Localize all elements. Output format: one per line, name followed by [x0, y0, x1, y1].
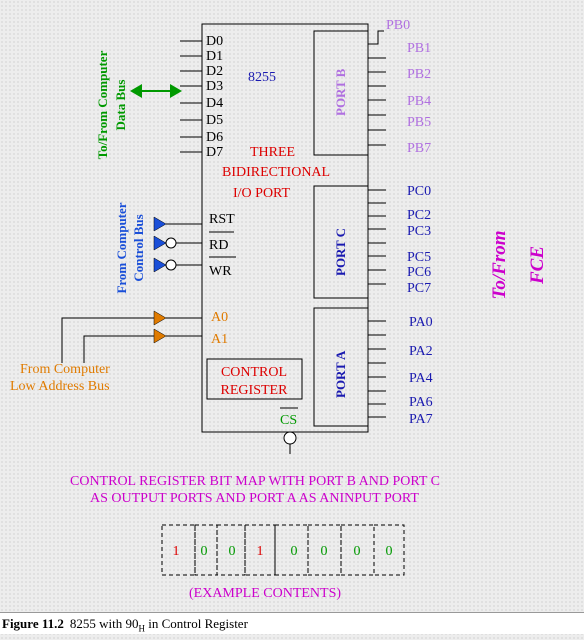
pin-d4: D4 [206, 96, 223, 111]
wr-inverter-icon [165, 259, 177, 271]
pin-pa0: PA0 [409, 315, 433, 330]
rd-buffer-icon [153, 235, 167, 251]
bit-0: 0 [386, 544, 393, 559]
address-inputs: A0 A1 [61, 310, 228, 363]
pin-wr: WR [209, 264, 232, 279]
address-bus-label-line2: Low Address Bus [10, 379, 110, 394]
chip-desc-line1: THREE [250, 145, 295, 160]
pin-d3: D3 [206, 79, 223, 94]
svg-text:FCE: FCE [527, 246, 548, 285]
port-a-label: PORT A [333, 350, 348, 398]
pin-pc7: PC7 [407, 281, 431, 296]
cs-inverter-icon [283, 431, 297, 445]
svg-text:Data Bus: Data Bus [113, 80, 128, 131]
figure-number: Figure 11.2 [2, 616, 64, 631]
bit-6: 0 [201, 544, 208, 559]
svg-text:To/From Computer: To/From Computer [95, 50, 110, 159]
pin-rst: RST [209, 212, 235, 227]
pin-pb5: PB5 [407, 115, 431, 130]
bitmap-register: 1 0 0 1 0 0 0 0 [161, 524, 405, 576]
control-register-line1: CONTROL [221, 365, 287, 380]
pin-pa7: PA7 [409, 412, 433, 427]
control-inputs: RST RD WR [153, 212, 236, 279]
pin-cs: CS [280, 413, 297, 428]
chip-desc-line2: BIDIRECTIONAL [222, 165, 330, 180]
pin-a1: A1 [211, 332, 228, 347]
figure-text: 8255 with 90 [69, 616, 139, 631]
pin-pa4: PA4 [409, 371, 433, 386]
bit-3: 0 [291, 544, 298, 559]
fce-label: To/From FCE [489, 231, 548, 300]
port-c-label: PORT C [333, 228, 348, 276]
bitmap-caption: (EXAMPLE CONTENTS) [189, 586, 341, 601]
port-b-box [313, 30, 369, 156]
pin-pc2: PC2 [407, 208, 431, 223]
wr-buffer-icon [153, 257, 167, 273]
rst-buffer-icon [153, 216, 167, 232]
svg-text:To/From: To/From [489, 231, 510, 300]
pin-d2: D2 [206, 64, 223, 79]
pin-d0: D0 [206, 34, 223, 49]
pin-d6: D6 [206, 130, 223, 145]
port-a-box [313, 307, 369, 427]
svg-text:From Computer: From Computer [114, 202, 129, 293]
bit-1: 0 [354, 544, 361, 559]
port-c-box [313, 185, 369, 299]
pin-pb4: PB4 [407, 94, 431, 109]
bit-5: 0 [229, 544, 236, 559]
pin-pa6: PA6 [409, 395, 433, 410]
pin-d7: D7 [206, 145, 223, 160]
a0-buffer-icon [153, 310, 167, 326]
pin-pb0: PB0 [386, 18, 410, 33]
pin-pa2: PA2 [409, 344, 433, 359]
pin-d1: D1 [206, 49, 223, 64]
bit-4: 1 [257, 544, 264, 559]
figure-caption: Figure 11.2 8255 with 90H in Control Regi… [0, 612, 584, 634]
pin-pc0: PC0 [407, 184, 431, 199]
port-b-pins: PB0 PB1 PB2 PB4 PB5 PB7 [368, 18, 431, 156]
bit-7: 1 [173, 544, 180, 559]
control-register-box [206, 358, 303, 400]
pin-pb2: PB2 [407, 67, 431, 82]
pin-rd: RD [209, 238, 228, 253]
address-bus-label-line1: From Computer [20, 362, 110, 377]
figure-subscript: H [138, 623, 146, 634]
data-bus-arrow [130, 84, 182, 98]
a1-buffer-icon [153, 328, 167, 344]
pin-pb7: PB7 [407, 141, 431, 156]
figure-text-after: in Control Register [145, 616, 248, 631]
pin-a0: A0 [211, 310, 228, 325]
chip-name: 8255 [248, 70, 276, 85]
bitmap-title-line1: CONTROL REGISTER BIT MAP WITH PORT B AND… [70, 474, 440, 489]
control-bus-label: From Computer Control Bus [114, 202, 146, 293]
port-a-pins: PA0 PA2 PA4 PA6 PA7 [368, 315, 433, 427]
pin-pc3: PC3 [407, 224, 431, 239]
bit-2: 0 [321, 544, 328, 559]
pin-pb1: PB1 [407, 41, 431, 56]
control-register-line2: REGISTER [221, 383, 289, 398]
pin-pc6: PC6 [407, 265, 431, 280]
pin-pc5: PC5 [407, 250, 431, 265]
bitmap-title-line2: AS OUTPUT PORTS AND PORT A AS ANINPUT PO… [90, 491, 419, 506]
rd-inverter-icon [165, 237, 177, 249]
data-pins: D0 D1 D2 D3 D4 D5 D6 D7 [180, 34, 223, 160]
data-bus-label: To/From Computer Data Bus [95, 50, 128, 159]
chip-desc-line3: I/O PORT [233, 186, 291, 201]
port-b-label: PORT B [333, 68, 348, 116]
port-c-pins: PC0 PC2 PC3 PC5 PC6 PC7 [368, 184, 431, 296]
pin-d5: D5 [206, 113, 223, 128]
svg-text:Control Bus: Control Bus [131, 214, 146, 281]
